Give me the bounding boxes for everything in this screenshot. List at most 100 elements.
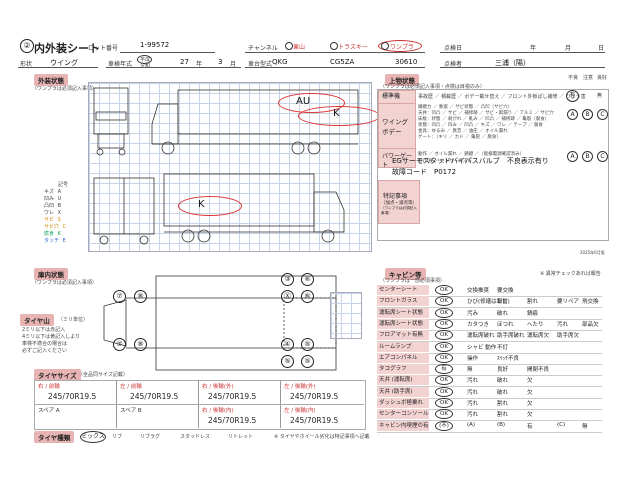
special-notes-field[interactable]: [420, 180, 606, 238]
cabin-option[interactable]: 欠: [527, 378, 533, 385]
cabin-option[interactable]: 良好: [497, 367, 509, 374]
cabin-option[interactable]: 有: [527, 423, 533, 430]
tire-size-value[interactable]: 245/70R19.5: [48, 392, 97, 401]
channel-selected-oval[interactable]: [378, 40, 422, 52]
cabin-option[interactable]: 汚れ: [467, 378, 479, 385]
cabin-option[interactable]: カタつき: [467, 321, 490, 328]
tire-size-value[interactable]: 245/70R19.5: [208, 416, 257, 425]
cabin-option-selected[interactable]: 有: [435, 364, 453, 375]
upper-section-tag: 上物状態: [385, 74, 419, 86]
cabin-option[interactable]: 割れ: [497, 401, 509, 407]
cabin-option-selected[interactable]: OK: [435, 375, 453, 386]
tire-size-value[interactable]: 245/70R19.5: [208, 392, 257, 401]
cabin-row: キャビン内喫煙の有無 (不) (A) (B) 有 (C) 無: [377, 420, 602, 433]
channel-option-3: ワンプラ: [390, 44, 414, 51]
cabin-option-selected[interactable]: OK: [435, 318, 453, 329]
cabin-option-selected[interactable]: OK: [435, 341, 453, 352]
cabin-option[interactable]: 汚れ: [467, 412, 479, 419]
cabin-option[interactable]: 助手席破れ: [497, 333, 525, 340]
cabin-option-selected[interactable]: OK: [435, 307, 453, 318]
cabin-option[interactable]: 欠: [527, 389, 533, 396]
cabin-option[interactable]: (B): [497, 421, 506, 428]
cabin-option[interactable]: 無: [467, 367, 473, 374]
cabin-option[interactable]: 交換推奨: [467, 288, 490, 294]
cabin-option[interactable]: ひび(修繕は報告): [467, 299, 510, 306]
cabin-option[interactable]: (C): [557, 421, 566, 428]
cabin-row-label: ルームランプ: [377, 341, 429, 352]
power-grade-b[interactable]: B: [582, 151, 593, 162]
cabin-option[interactable]: ヒビ: [497, 299, 509, 306]
cabin-row-label: キャビン内喫煙の有無: [377, 420, 429, 431]
tire-type-option[interactable]: リブラグ: [140, 434, 161, 440]
interior-mark: Ⓧ: [281, 290, 294, 303]
truck-interior-drawing: [103, 275, 337, 371]
cabin-option[interactable]: 鍋痕: [527, 310, 539, 317]
cabin-option-selected[interactable]: OK: [435, 409, 453, 420]
cabin-option[interactable]: 汚れ: [467, 401, 479, 407]
month-text: 月: [565, 45, 572, 52]
cabin-option-selected[interactable]: OK: [435, 330, 453, 341]
tire-type-mix-selected[interactable]: ミックス: [80, 431, 106, 443]
tire-size-value[interactable]: 245/70R19.5: [290, 416, 339, 425]
cabin-option[interactable]: 不灯: [497, 344, 509, 351]
cabin-option[interactable]: (A): [467, 421, 476, 428]
legend-list: キズ A 凹み U 凸凹 B ワレ X サビ S サビ穴 C 腐食 K タッチ …: [44, 188, 66, 244]
wing-grade-c[interactable]: C: [597, 109, 608, 120]
cabin-option[interactable]: ほつれ: [497, 321, 514, 328]
tire-type-option[interactable]: リトレット: [228, 434, 254, 440]
interior-side-grid[interactable]: [330, 292, 362, 339]
cabin-option[interactable]: 割れ: [497, 412, 509, 419]
cabin-option[interactable]: 飛交換: [582, 299, 599, 306]
power-item-1: 動作 ／ オイル漏れ ／ 錆鍵 ／（能検電源確認済み）: [418, 152, 525, 157]
cabin-option[interactable]: 無: [582, 423, 588, 430]
channel-radio-1[interactable]: [285, 42, 293, 50]
form-version: 2025年6月版: [580, 250, 605, 255]
cabin-option-selected[interactable]: OK: [435, 352, 453, 363]
era-selected-oval[interactable]: [137, 55, 152, 64]
day-text: 日: [598, 45, 605, 52]
cabin-option[interactable]: 汚れ: [467, 389, 479, 396]
wing-grade-a[interactable]: A: [567, 109, 578, 120]
tire-type-option[interactable]: リブ: [112, 434, 123, 440]
cabin-option-selected[interactable]: (不): [435, 420, 453, 431]
cabin-option[interactable]: ｽｲｯﾁ不良: [497, 355, 520, 362]
wing-grade-b-selected[interactable]: B: [582, 109, 593, 120]
cabin-option[interactable]: 要交換: [497, 288, 514, 294]
cabin-option[interactable]: 運転席欠: [527, 333, 550, 340]
cabin-option[interactable]: 破れ: [497, 389, 509, 396]
power-grade-a[interactable]: A: [567, 151, 578, 162]
cabin-option-selected[interactable]: OK: [435, 285, 453, 295]
power-grade-c[interactable]: C: [597, 151, 608, 162]
tire-size-value[interactable]: 245/70R19.5: [290, 392, 339, 401]
tire-size-value[interactable]: 245/70R19.5: [130, 392, 179, 401]
cabin-option[interactable]: 要リペア: [557, 299, 580, 306]
cabin-option[interactable]: 汚れ: [557, 321, 569, 328]
lot-label: ロット番号: [88, 45, 119, 52]
cabin-option[interactable]: 欠: [527, 401, 533, 407]
interior-mark: ⑤: [301, 338, 314, 351]
cabin-option[interactable]: 破れ: [497, 310, 509, 317]
damage-circle-3[interactable]: [178, 196, 242, 216]
cabin-option[interactable]: 助手席欠: [557, 333, 580, 340]
cabin-option[interactable]: 開閉不良: [527, 367, 550, 374]
cabin-option[interactable]: へたり: [527, 321, 544, 328]
cabin-option[interactable]: 運転席破れ: [467, 333, 495, 340]
cabin-option-selected[interactable]: OK: [435, 386, 453, 397]
cabin-option[interactable]: シャビ 動作: [467, 344, 497, 351]
cabin-option-selected[interactable]: OK: [435, 296, 453, 307]
cabin-option[interactable]: 部品欠: [582, 321, 599, 328]
legend-title: 記号: [58, 182, 69, 188]
cabin-option[interactable]: 操作: [467, 355, 479, 362]
cabin-option[interactable]: 汚み: [467, 310, 479, 317]
std-option-yes[interactable]: 有: [566, 90, 579, 102]
cabin-row-label: 運転席シート状態: [377, 318, 429, 329]
std-option-no: 無: [597, 93, 603, 99]
cabin-option[interactable]: 欠: [527, 412, 533, 419]
cabin-option-selected[interactable]: OK: [435, 398, 453, 408]
cabin-option[interactable]: 破れ: [497, 378, 509, 385]
spare-a-label: スペア A: [38, 408, 60, 414]
legend-mark: X: [57, 210, 62, 216]
channel-radio-2[interactable]: [330, 42, 338, 50]
cabin-option[interactable]: 割れ: [527, 299, 539, 306]
tire-type-option[interactable]: スタッドレス: [180, 434, 211, 440]
